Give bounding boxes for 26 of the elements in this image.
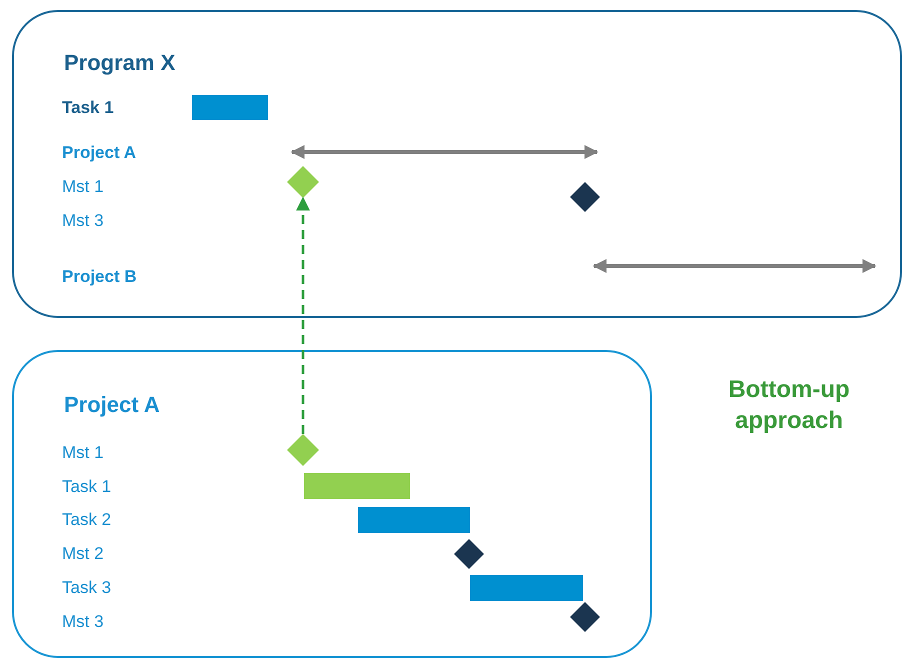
group-label: Project B xyxy=(62,267,137,287)
arrow xyxy=(296,196,310,434)
group-panel xyxy=(12,10,902,318)
row-label: Mst 3 xyxy=(62,612,104,632)
milestone-diamond xyxy=(286,434,318,466)
milestone-diamond xyxy=(570,182,600,212)
task-bar xyxy=(470,574,582,600)
task-bar xyxy=(192,94,268,120)
milestone-diamond xyxy=(570,602,600,632)
row-label: Mst 3 xyxy=(62,211,104,231)
row-label: Task 2 xyxy=(62,510,112,530)
row-label: Mst 1 xyxy=(62,177,104,197)
row-label: Task 1 xyxy=(62,477,112,497)
row-label: Mst 2 xyxy=(62,544,104,564)
approach-note: Bottom-up approach xyxy=(727,375,851,436)
milestone-diamond xyxy=(286,166,318,198)
panel-title: Program X xyxy=(64,50,176,76)
task-bar xyxy=(304,472,410,498)
group-panel xyxy=(12,350,652,658)
group-label: Task 1 xyxy=(62,98,114,118)
group-label: Project A xyxy=(62,143,136,163)
row-label: Mst 1 xyxy=(62,443,104,463)
task-bar xyxy=(358,506,470,532)
row-label: Task 3 xyxy=(62,578,112,598)
milestone-diamond xyxy=(454,538,484,568)
panel-title: Project A xyxy=(64,392,160,418)
